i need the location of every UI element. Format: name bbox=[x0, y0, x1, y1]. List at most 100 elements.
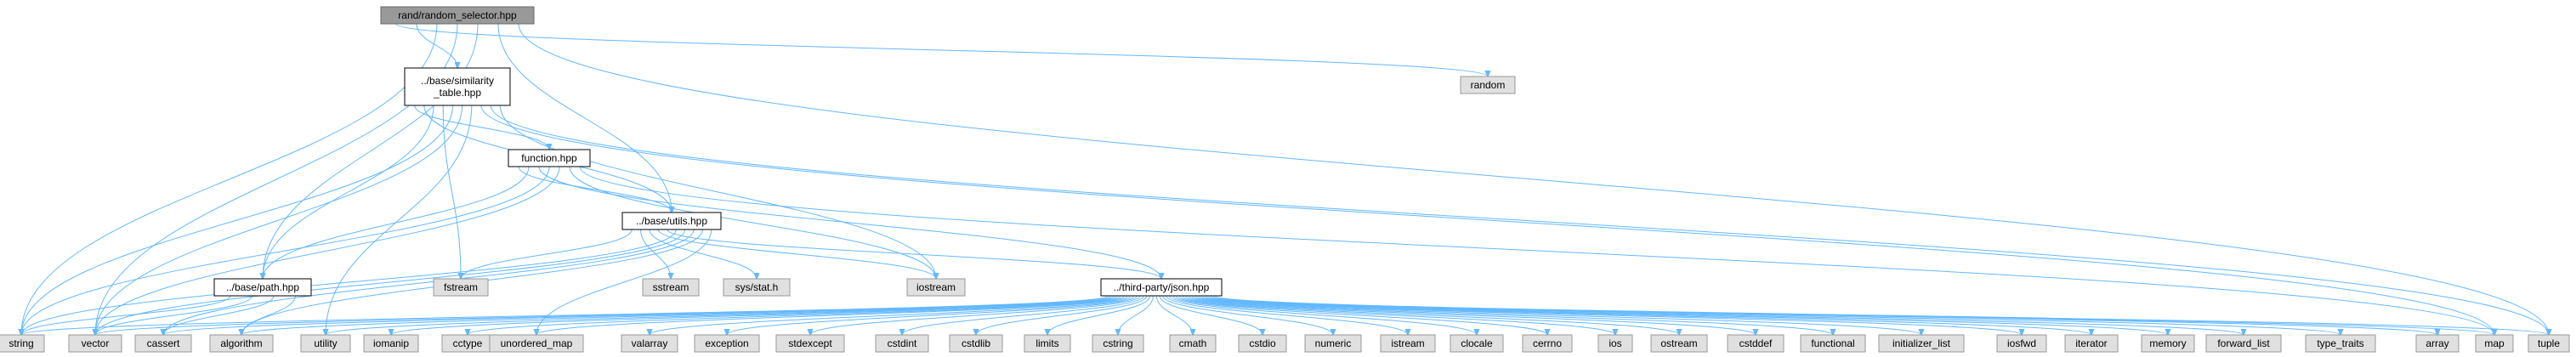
node-label-tuple: tuple bbox=[2538, 337, 2560, 349]
edge-utils_hpp-to-iostream bbox=[657, 229, 936, 279]
edge-json_hpp-to-ostream bbox=[1178, 295, 1679, 335]
edge-similarity_table-to-tuple bbox=[490, 105, 2549, 335]
edge-json_hpp-to-cmath bbox=[1155, 295, 1193, 335]
node-box-iomanip bbox=[363, 334, 419, 353]
edge-function_hpp-to-vector bbox=[95, 166, 560, 335]
edge-utils_hpp-to-vector bbox=[95, 229, 686, 335]
node-box-tuple bbox=[2528, 334, 2570, 353]
edge-json_hpp-to-exception bbox=[727, 295, 1138, 335]
node-iomanip: iomanip bbox=[363, 334, 419, 353]
node-box-similarity_table[interactable] bbox=[404, 67, 511, 106]
node-box-cmath bbox=[1169, 334, 1217, 353]
node-box-cstring bbox=[1092, 334, 1144, 353]
edge-utils_hpp-to-cassert bbox=[163, 229, 695, 335]
node-box-type_traits bbox=[2305, 334, 2376, 353]
node-box-function_hpp[interactable] bbox=[508, 149, 591, 167]
node-cctype: cctype bbox=[441, 334, 494, 353]
node-box-memory bbox=[2141, 334, 2195, 353]
node-box-path_hpp[interactable] bbox=[213, 278, 312, 297]
node-type_traits: type_traits bbox=[2305, 334, 2376, 353]
edge-layer bbox=[21, 23, 2549, 335]
edge-path_hpp-to-cassert bbox=[163, 295, 275, 335]
edge-json_hpp-to-utility bbox=[326, 295, 1121, 335]
edge-json_hpp-to-algorithm bbox=[241, 295, 1118, 335]
node-box-cerrno bbox=[1522, 334, 1573, 353]
node-box-ios bbox=[1597, 334, 1633, 353]
edge-rand_random_selector-to-tuple bbox=[518, 23, 2549, 335]
node-clocale: clocale bbox=[1450, 334, 1504, 353]
node-iosfwd: iosfwd bbox=[1996, 334, 2047, 353]
edge-json_hpp-to-limits bbox=[1047, 295, 1151, 335]
edge-utils_hpp-to-sys_stat bbox=[649, 229, 757, 279]
node-fstream: fstream bbox=[433, 278, 489, 297]
node-function_hpp[interactable]: function.hpp bbox=[508, 149, 591, 167]
node-label-function_hpp: function.hpp bbox=[521, 152, 577, 164]
edge-function_hpp-to-path_hpp bbox=[263, 166, 530, 279]
edge-json_hpp-to-clocale bbox=[1169, 295, 1477, 335]
node-label-cassert: cassert bbox=[147, 337, 180, 349]
node-label-cstdint: cstdint bbox=[888, 337, 917, 349]
node-label-similarity_table: _table.hpp bbox=[433, 87, 481, 99]
edge-json_hpp-to-cerrno bbox=[1172, 295, 1547, 335]
node-rand_random_selector[interactable]: rand/random_selector.hpp bbox=[380, 6, 535, 25]
node-iostream: iostream bbox=[906, 278, 966, 297]
node-similarity_table[interactable]: ../base/similarity_table.hpp bbox=[404, 67, 511, 106]
node-label-vector: vector bbox=[82, 337, 110, 349]
node-utils_hpp[interactable]: ../base/utils.hpp bbox=[621, 212, 722, 230]
node-box-functional bbox=[1800, 334, 1866, 353]
node-label-cstring: cstring bbox=[1103, 337, 1132, 349]
node-label-istream: istream bbox=[1391, 337, 1424, 349]
node-functional: functional bbox=[1800, 334, 1866, 353]
node-box-utils_hpp[interactable] bbox=[621, 212, 722, 230]
edge-utils_hpp-to-string bbox=[21, 229, 677, 335]
edge-json_hpp-to-cstdlib bbox=[976, 295, 1148, 335]
edge-json_hpp-to-functional bbox=[1185, 295, 1833, 335]
node-vector: vector bbox=[68, 334, 122, 353]
node-box-random bbox=[1460, 76, 1516, 94]
node-forward_list: forward_list bbox=[2205, 334, 2282, 353]
node-label-valarray: valarray bbox=[632, 337, 668, 349]
node-exception: exception bbox=[694, 334, 760, 353]
node-label-random: random bbox=[1471, 79, 1506, 91]
node-label-memory: memory bbox=[2149, 337, 2186, 349]
node-box-ostream bbox=[1650, 334, 1708, 353]
node-box-rand_random_selector[interactable] bbox=[380, 6, 535, 25]
node-path_hpp[interactable]: ../base/path.hpp bbox=[213, 278, 312, 297]
node-label-rand_random_selector: rand/random_selector.hpp bbox=[398, 9, 517, 21]
node-label-json_hpp: ../third-party/json.hpp bbox=[1114, 281, 1210, 293]
edge-function_hpp-to-map bbox=[579, 166, 2494, 335]
node-iterator: iterator bbox=[2064, 334, 2119, 353]
node-algorithm: algorithm bbox=[209, 334, 274, 353]
node-box-cassert bbox=[134, 334, 192, 353]
edge-similarity_table-to-vector bbox=[95, 105, 463, 335]
edge-json_hpp-to-iterator bbox=[1194, 295, 2091, 335]
edge-similarity_table-to-fstream bbox=[442, 105, 461, 279]
node-label-utils_hpp: ../base/utils.hpp bbox=[636, 215, 707, 227]
node-box-numeric bbox=[1304, 334, 1362, 353]
node-tuple: tuple bbox=[2528, 334, 2570, 353]
node-cmath: cmath bbox=[1169, 334, 1217, 353]
node-box-json_hpp[interactable] bbox=[1100, 278, 1223, 297]
node-sstream: sstream bbox=[642, 278, 700, 297]
edge-json_hpp-to-cstdio bbox=[1159, 295, 1262, 335]
node-json_hpp[interactable]: ../third-party/json.hpp bbox=[1100, 278, 1223, 297]
node-box-string bbox=[0, 334, 45, 353]
node-box-clocale bbox=[1450, 334, 1504, 353]
node-box-sys_stat bbox=[723, 278, 791, 297]
node-label-iosfwd: iosfwd bbox=[2007, 337, 2036, 349]
edge-json_hpp-to-unordered_map bbox=[536, 295, 1132, 335]
node-cstdio: cstdio bbox=[1238, 334, 1287, 353]
node-label-cctype: cctype bbox=[453, 337, 483, 349]
node-box-sstream bbox=[642, 278, 700, 297]
node-label-ios: ios bbox=[1609, 337, 1621, 349]
node-label-string: string bbox=[9, 337, 33, 349]
edge-json_hpp-to-iosfwd bbox=[1191, 295, 2022, 335]
node-label-similarity_table: ../base/similarity bbox=[421, 75, 494, 87]
edge-similarity_table-to-function_hpp bbox=[414, 105, 549, 150]
edge-json_hpp-to-iomanip bbox=[391, 295, 1125, 335]
edge-similarity_table-to-map bbox=[480, 105, 2494, 335]
edge-json_hpp-to-tuple bbox=[1214, 295, 2549, 335]
node-label-sys_stat: sys/stat.h bbox=[735, 281, 779, 293]
node-label-initializer_list: initializer_list bbox=[1892, 337, 1951, 349]
